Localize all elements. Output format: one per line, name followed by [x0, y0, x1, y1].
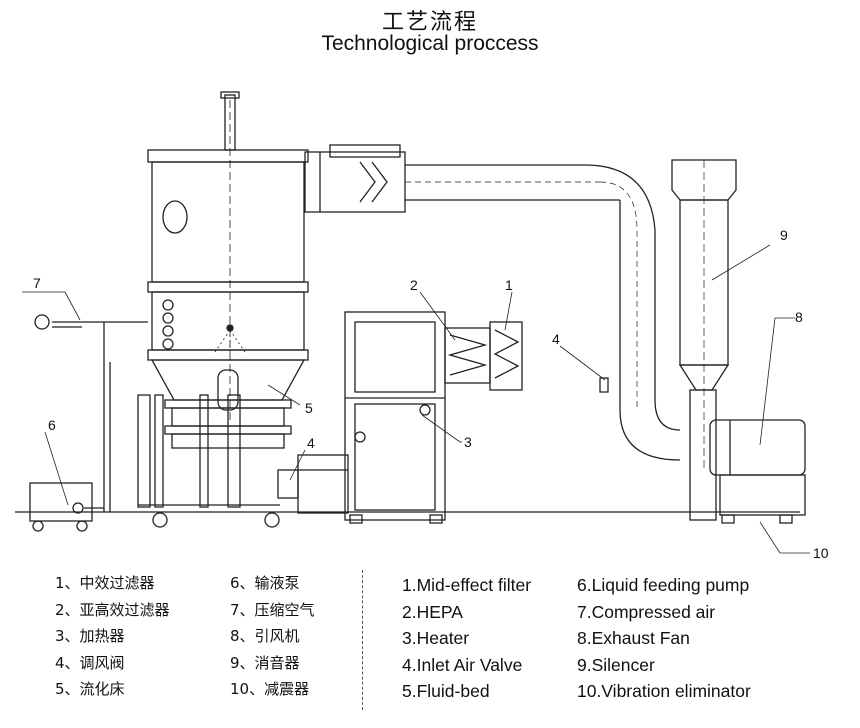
exhaust-duct — [304, 144, 681, 461]
legend-item: 1、中效过滤器 — [55, 574, 155, 592]
legend-en-left: 1.Mid-effect filter 2.HEPA 3.Heater 4.In… — [402, 572, 531, 705]
legend-item: 8、引风机 — [230, 627, 300, 645]
callout-leaders — [22, 244, 810, 554]
legend-divider — [362, 570, 363, 710]
legend-item: 8.Exhaust Fan — [577, 628, 690, 648]
legend-item: 4.Inlet Air Valve — [402, 654, 523, 675]
legend-cn-left: 1、中效过滤器 2、亚高效过滤器 3、加热器 4、调风阀 5、流化床 — [55, 570, 170, 703]
legend-item: 2、亚高效过滤器 — [55, 600, 170, 619]
legend-item: 1.Mid-effect filter — [402, 575, 532, 595]
legend-item: 5.Fluid-bed — [402, 681, 490, 701]
legend-en-right: 6.Liquid feeding pump 7.Compressed air 8… — [577, 572, 751, 705]
legend-item: 3.Heater — [402, 628, 470, 648]
callout-7: 7 — [33, 275, 41, 291]
callout-10: 10 — [813, 545, 829, 560]
legend-cn-right: 6、输液泵 7、压缩空气 8、引风机 9、消音器 10、减震器 — [230, 570, 315, 703]
legend-item: 7、压缩空气 — [230, 600, 315, 619]
callout-9: 9 — [780, 227, 788, 243]
legend-item: 9、消音器 — [230, 653, 300, 672]
callout-4-left: 4 — [307, 435, 315, 451]
process-diagram: 1 2 3 4 4 5 6 7 8 9 10 — [15, 91, 829, 560]
legend-item: 4、调风阀 — [55, 653, 125, 672]
legend-item: 7.Compressed air — [577, 601, 716, 622]
silencer — [671, 159, 737, 521]
callout-3: 3 — [464, 434, 472, 450]
legend-item: 10.Vibration eliminator — [577, 681, 751, 701]
fluid-bed-tower — [137, 91, 309, 528]
legend-item: 6.Liquid feeding pump — [577, 575, 750, 595]
legend-item: 2.HEPA — [402, 601, 463, 622]
inlet-air-duct — [277, 454, 349, 514]
diagram-title-en: Technological proccess — [321, 32, 539, 55]
legend-item: 5、流化床 — [55, 680, 125, 698]
legend-item: 6、输液泵 — [230, 574, 300, 592]
liquid-pump — [29, 482, 104, 532]
legend-item: 9.Silencer — [577, 654, 655, 675]
compressed-air-line — [34, 314, 148, 512]
exhaust-fan — [709, 419, 806, 524]
heater-cabinet — [344, 311, 523, 524]
callout-2: 2 — [410, 277, 418, 293]
callout-5: 5 — [305, 400, 313, 416]
callout-4-right: 4 — [552, 331, 560, 347]
legend-item: 3、加热器 — [55, 627, 125, 645]
callout-1: 1 — [505, 277, 513, 293]
legend-item: 10、减震器 — [230, 680, 310, 698]
callout-6: 6 — [48, 417, 56, 433]
callout-8: 8 — [795, 309, 803, 325]
diagram-title-cn: 工艺流程 — [381, 10, 478, 35]
